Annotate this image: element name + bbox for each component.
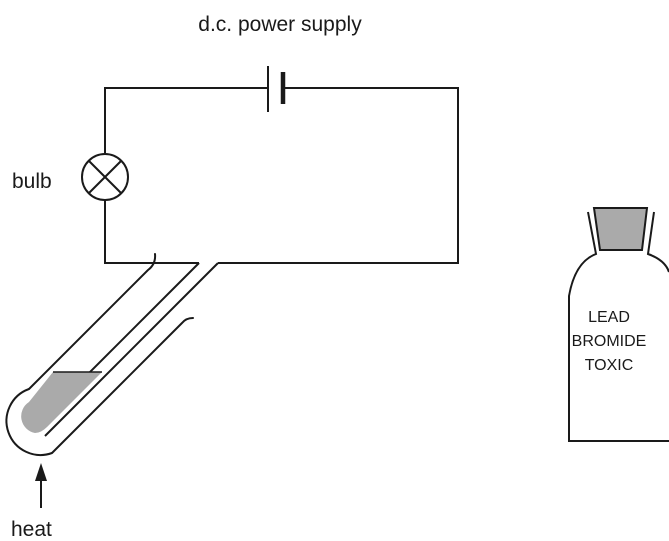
bottle-label-line-3: TOXIC xyxy=(585,357,634,374)
heat-label: heat xyxy=(11,518,52,541)
boiling-tube xyxy=(5,253,194,456)
bottle-label-line-1: LEAD xyxy=(588,309,630,326)
power-supply-label: d.c. power supply xyxy=(198,13,362,36)
circuit-wires xyxy=(104,87,459,264)
bottle-stopper xyxy=(592,207,649,251)
battery-cell xyxy=(267,66,286,112)
molten-lead-bromide xyxy=(21,372,102,433)
bulb-label: bulb xyxy=(12,170,52,193)
bottle-label-line-2: BROMIDE xyxy=(572,333,647,350)
heat-arrow xyxy=(35,463,47,508)
bulb-symbol xyxy=(81,153,129,201)
lead-bromide-bottle: LEAD BROMIDE TOXIC xyxy=(568,207,669,442)
